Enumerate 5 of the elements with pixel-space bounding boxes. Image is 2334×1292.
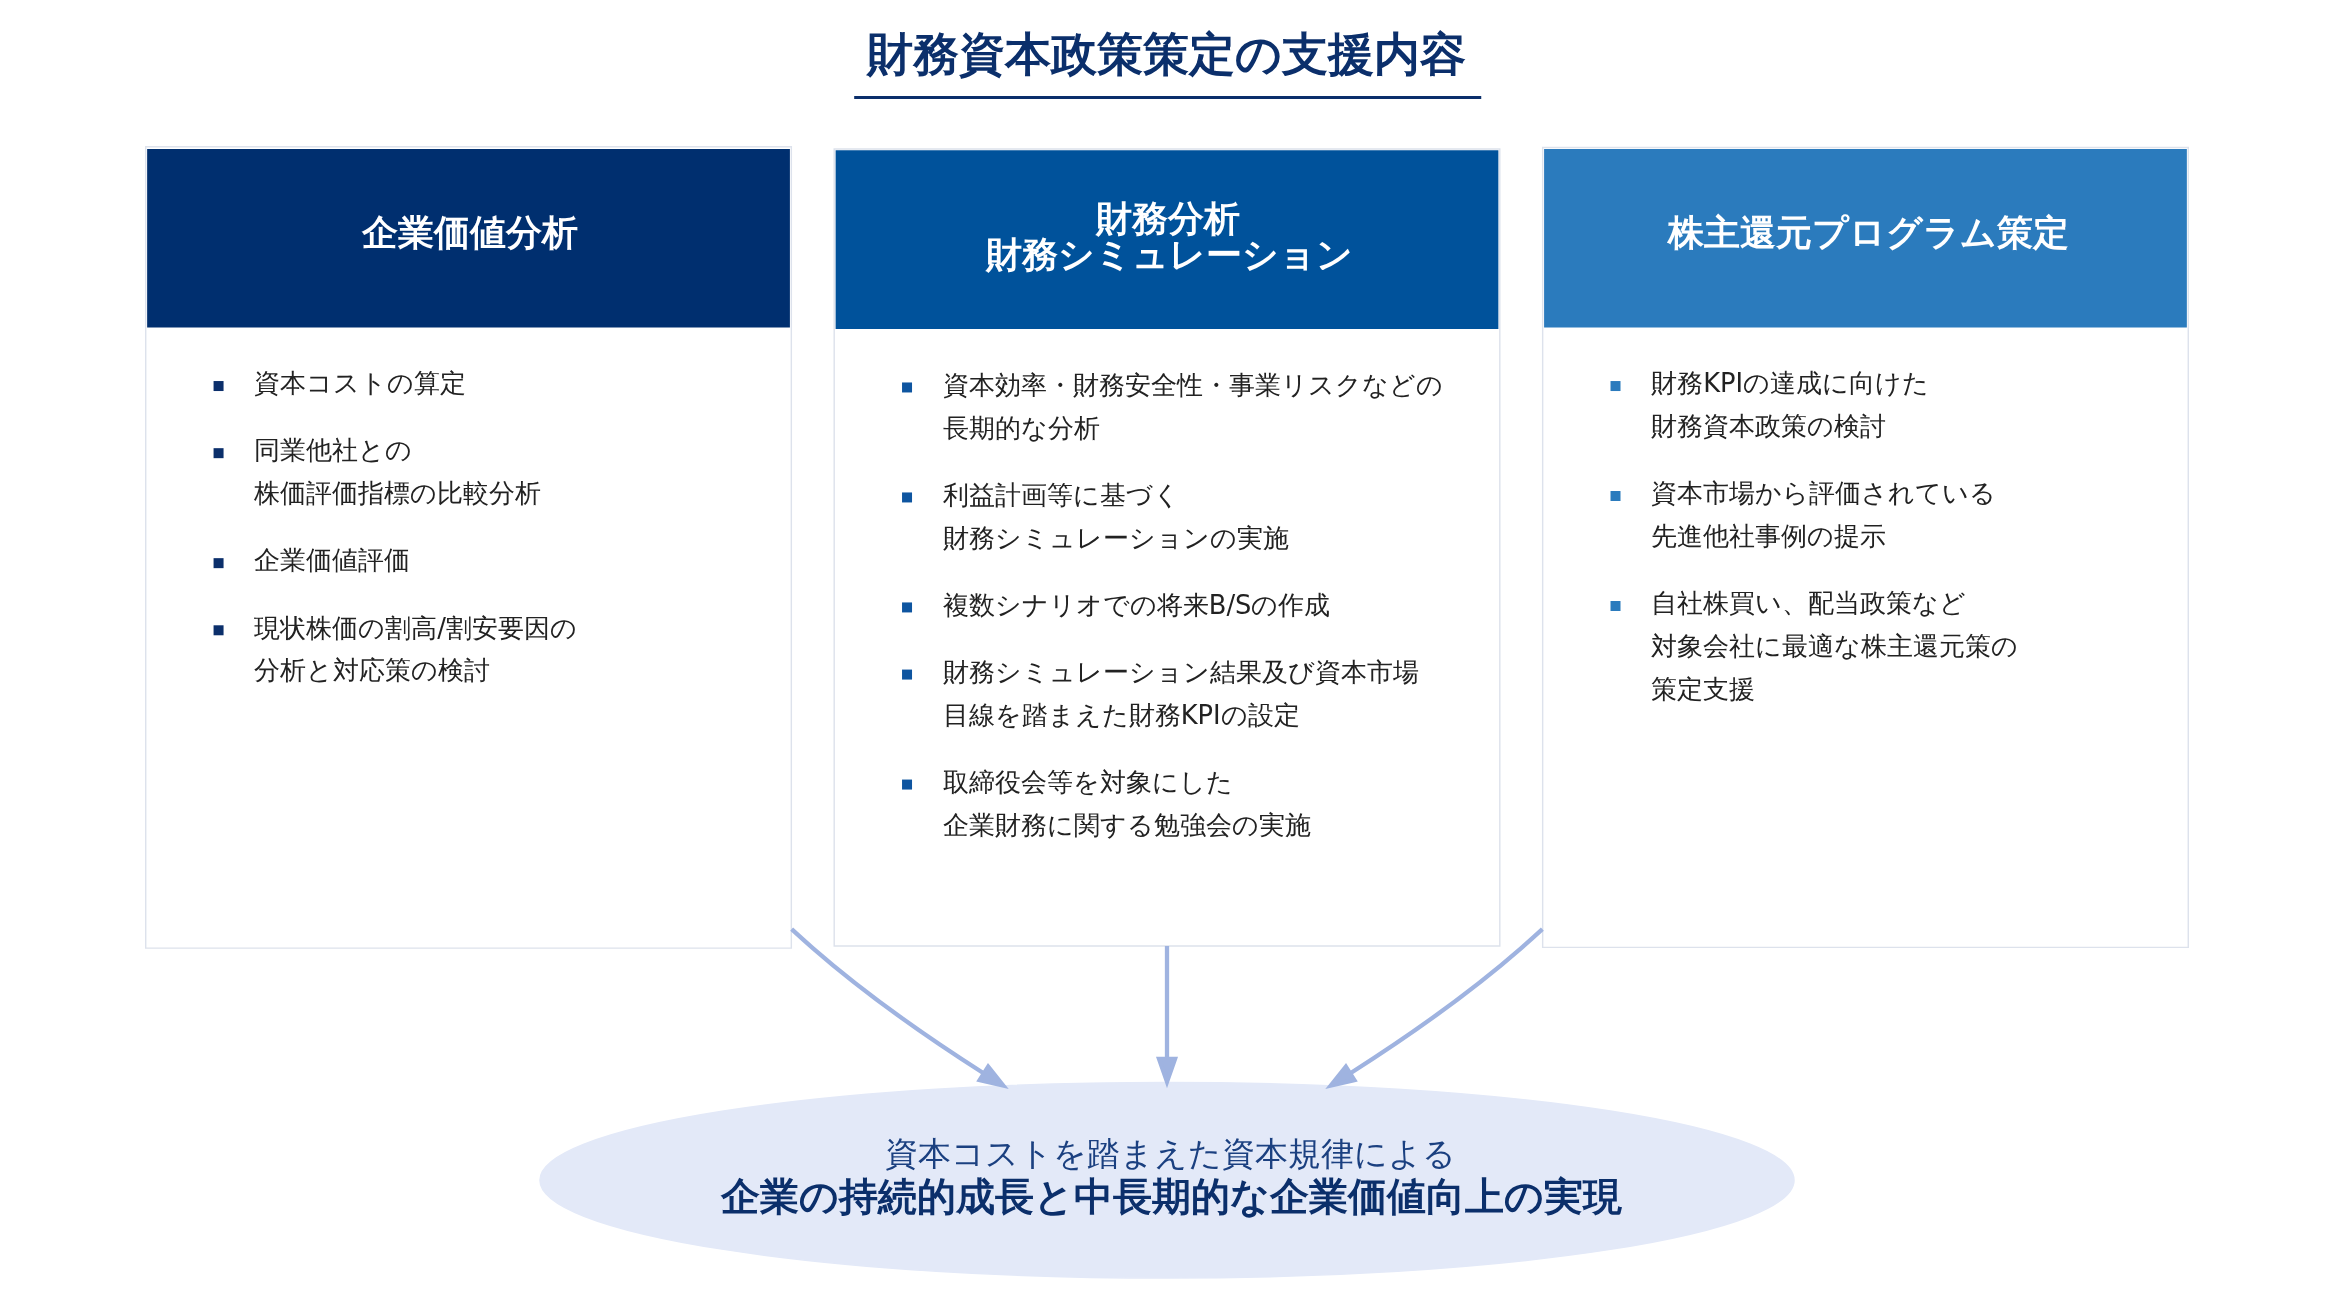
arrow [1155,946,1179,1089]
diagram-title: 財務資本政策策定の支援内容 [867,27,1467,81]
arrow [1325,927,1544,1090]
node-ellipse: 資本コストを踏まえた資本規律による 企業の持続的成長と中長期的な企業価値向上の実現 [539,1081,1795,1279]
arrow [790,927,1009,1090]
